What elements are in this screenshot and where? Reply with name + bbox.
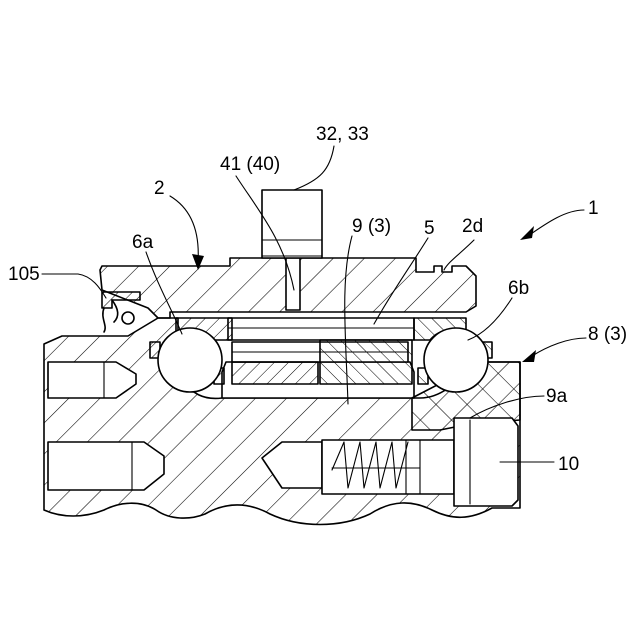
- label-pin: 41 (40): [220, 154, 280, 175]
- label-shaft: 32, 33: [316, 124, 369, 145]
- label-lower-housing: 8 (3): [588, 324, 627, 345]
- shaft: [262, 190, 322, 258]
- label-inner-ring: 5: [424, 218, 435, 239]
- label-bearing-right: 6b: [508, 278, 529, 299]
- label-assembly: 1: [588, 198, 599, 219]
- left-tapped-hole-upper: [48, 362, 136, 398]
- label-housing-groove: 2d: [462, 216, 483, 237]
- left-tapped-hole-lower: [48, 442, 164, 490]
- label-bolt: 10: [558, 454, 579, 475]
- label-inner-member-face: 9a: [546, 386, 568, 407]
- label-upper-housing: 2: [154, 178, 165, 199]
- seal: [102, 292, 140, 332]
- label-seal: 105: [8, 264, 40, 285]
- label-inner-member: 9 (3): [352, 216, 391, 237]
- label-bearing-left: 6a: [132, 232, 154, 253]
